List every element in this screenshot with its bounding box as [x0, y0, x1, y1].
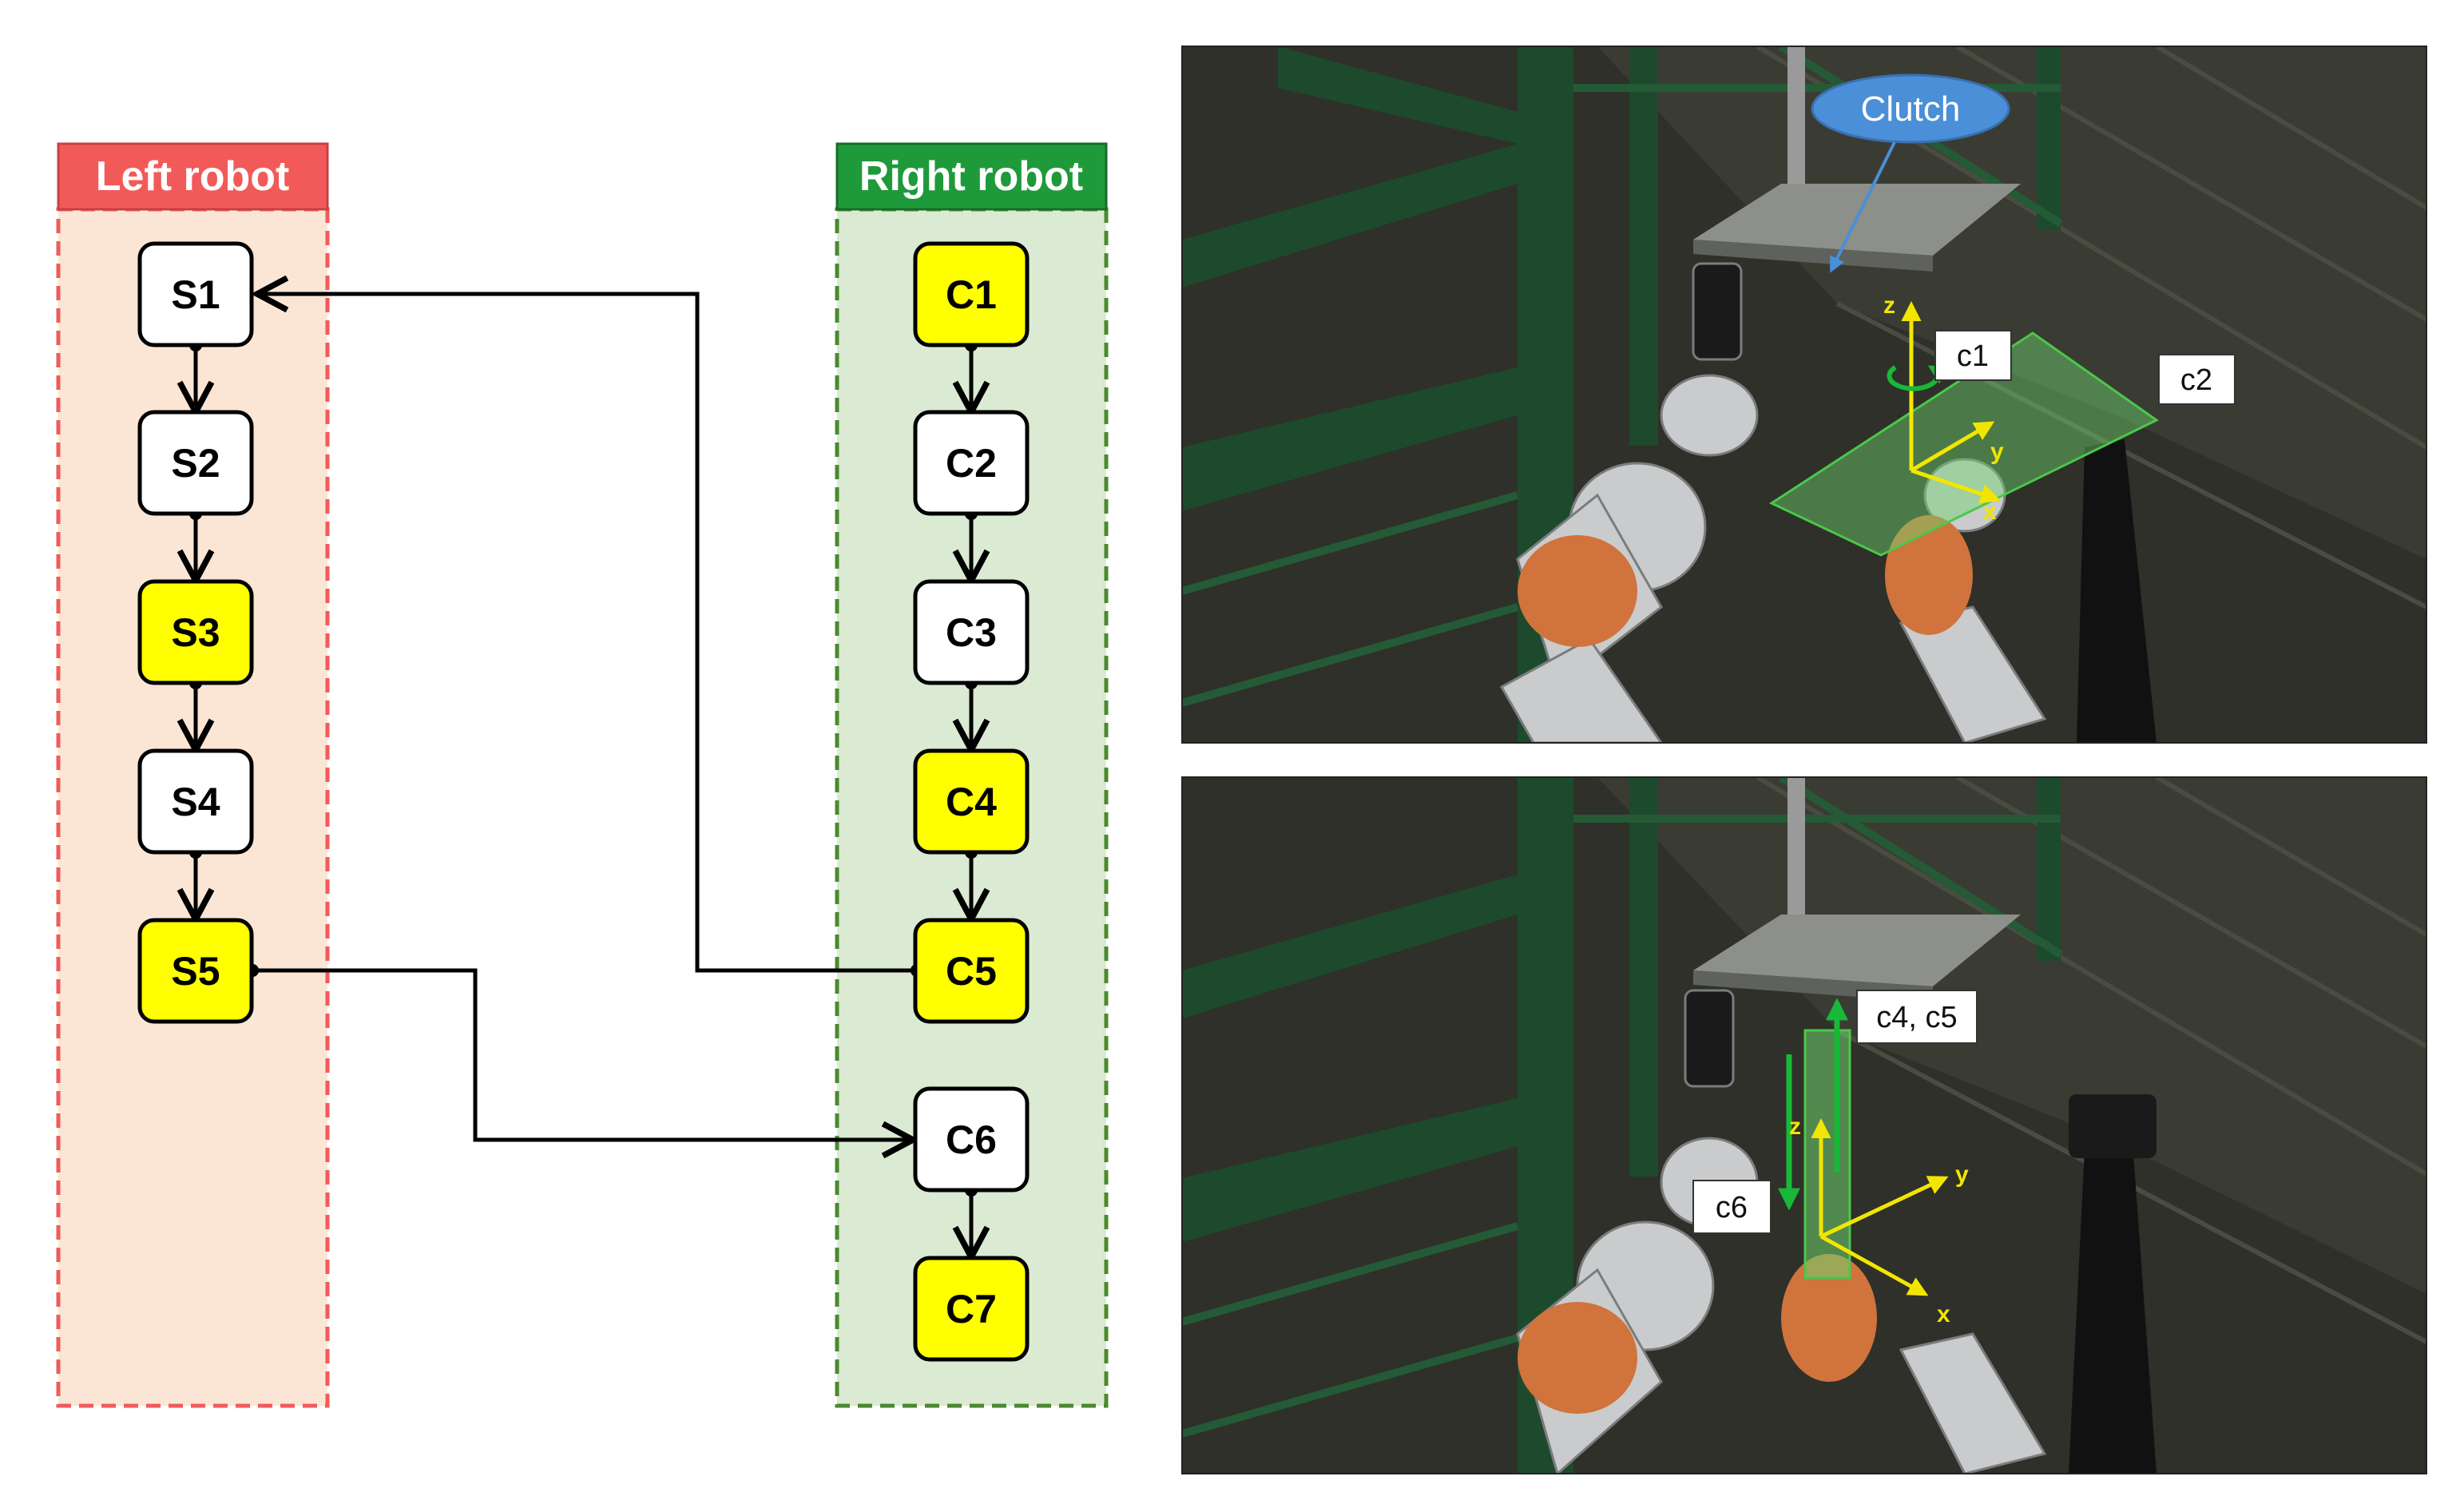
bottom-green-column [1803, 1029, 1851, 1280]
edges [196, 294, 971, 1257]
top-axis-y [1910, 421, 1995, 473]
bottom-axis-x [1819, 1234, 1929, 1296]
node-c6: C6 [913, 1086, 1030, 1193]
node-c7: C7 [913, 1256, 1030, 1362]
node-s2-label: S2 [171, 441, 220, 486]
label-c1-box [1934, 330, 2012, 381]
node-s1: S1 [137, 241, 254, 347]
node-c1-label: C1 [946, 272, 997, 317]
node-s1-label: S1 [171, 272, 220, 317]
node-c1: C1 [913, 241, 1030, 347]
top-axis-z-label: z [1883, 292, 1895, 319]
label-c2: c2 [2180, 363, 2212, 397]
bottom-axis-y [1819, 1176, 1949, 1239]
clutch-callout [1811, 73, 2010, 144]
node-s2: S2 [137, 410, 254, 516]
node-c7-label: C7 [946, 1287, 997, 1331]
nodes: S1 S2 S3 S4 S5 C1 C2 C3 C4 C5 C6 C7 [137, 241, 1030, 1362]
edge-s5-c6 [252, 970, 913, 1140]
node-c6-label: C6 [946, 1117, 997, 1162]
node-s4: S4 [137, 748, 254, 855]
node-s5-label: S5 [171, 949, 220, 994]
clutch-callout-text: Clutch [1861, 89, 1961, 129]
node-s5: S5 [137, 918, 254, 1024]
label-c6-box [1692, 1180, 1772, 1234]
bottom-axis-x-label: x [1937, 1301, 1950, 1327]
top-axis-x-label: x [1983, 498, 1997, 525]
node-c5-label: C5 [946, 949, 997, 994]
top-axis-x [1910, 468, 2001, 504]
lane-left-header [57, 142, 329, 211]
label-c1: c1 [1957, 339, 1989, 373]
label-c45-box [1856, 990, 1978, 1044]
node-c3-label: C3 [946, 610, 997, 655]
label-c45: c4, c5 [1876, 1001, 1957, 1034]
edge-c5-s1 [257, 294, 917, 970]
node-s3-label: S3 [171, 610, 220, 655]
photo-bottom: z y x c4, c5 c6 [1181, 776, 2427, 1474]
bottom-axis-z-label: z [1789, 1113, 1801, 1140]
node-c5: C5 [913, 918, 1030, 1024]
node-c4-label: C4 [946, 780, 997, 824]
top-axis-y-label: y [1990, 439, 2004, 465]
clutch-pointer [1830, 141, 1896, 273]
label-c2-box [2158, 354, 2236, 405]
lane-left-title: Left robot [96, 153, 290, 200]
lane-right-title: Right robot [859, 153, 1083, 200]
bottom-axis-y-label: y [1955, 1161, 1969, 1188]
node-s4-label: S4 [171, 780, 220, 824]
label-c6: c6 [1716, 1191, 1748, 1224]
lane-right-header [835, 142, 1108, 211]
node-c2-label: C2 [946, 441, 997, 486]
node-s3: S3 [137, 579, 254, 685]
node-c3: C3 [913, 579, 1030, 685]
node-c4: C4 [913, 748, 1030, 855]
top-green-plane [1768, 331, 2159, 557]
node-c2: C2 [913, 410, 1030, 516]
photo-top: z y x c1 c2 Clutch [1181, 46, 2427, 744]
